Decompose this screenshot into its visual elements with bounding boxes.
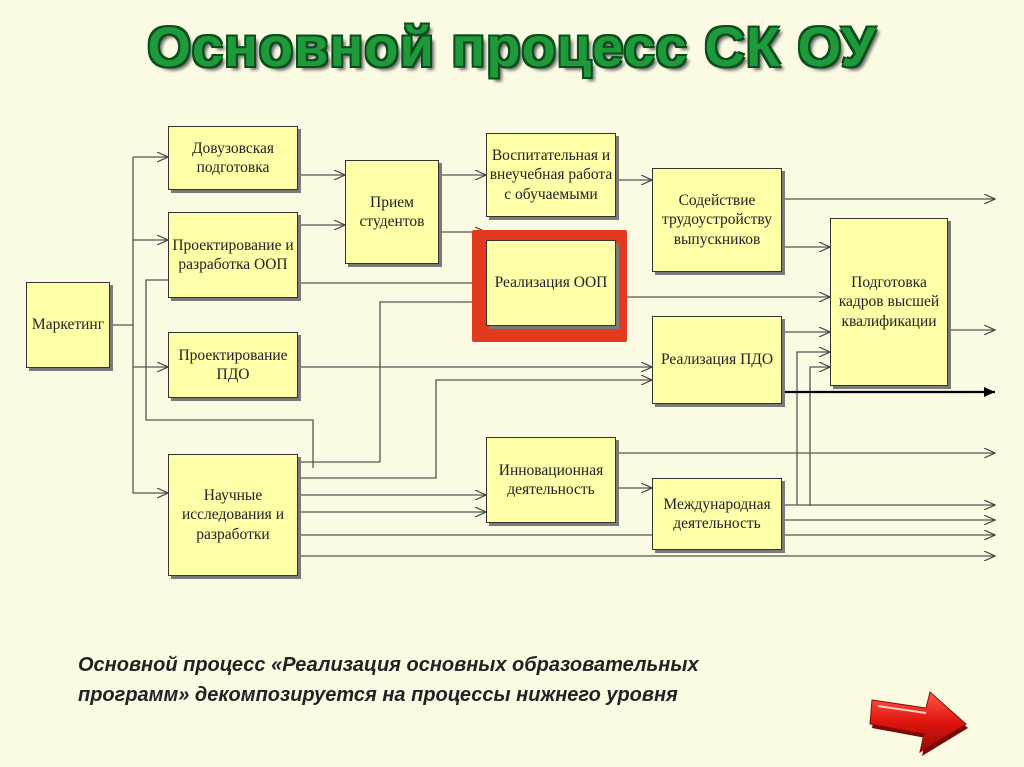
next-arrow-icon[interactable] [868,682,978,762]
box-education: Воспитательная и внеучебная работа с обу… [486,133,616,217]
box-pdo-design: Проектирование ПДО [168,332,298,398]
page-title: Основной процесс СК ОУ [147,15,877,78]
caption-line-1: Основной процесс «Реализация основных об… [78,654,699,676]
box-oop-implementation: Реализация ООП [486,240,616,326]
box-innovation: Инновационная деятельность [486,437,616,523]
caption-line-2: программ» декомпозируется на процессы ни… [78,684,678,706]
box-international: Международная деятельность [652,478,782,550]
box-qualification: Подготовка кадров высшей квалификации [830,218,948,386]
box-marketing: Маркетинг [26,282,110,368]
box-employment: Содействие трудоустройству выпускников [652,168,782,272]
box-oop-design: Проектирование и разработка ООП [168,212,298,298]
box-admission: Прием студентов [345,160,439,264]
box-research: Научные исследования и разработки [168,454,298,576]
caption: Основной процесс «Реализация основных об… [78,650,898,710]
box-pre-university: Довузовская подготовка [168,126,298,190]
box-pdo-implementation: Реализация ПДО [652,316,782,404]
